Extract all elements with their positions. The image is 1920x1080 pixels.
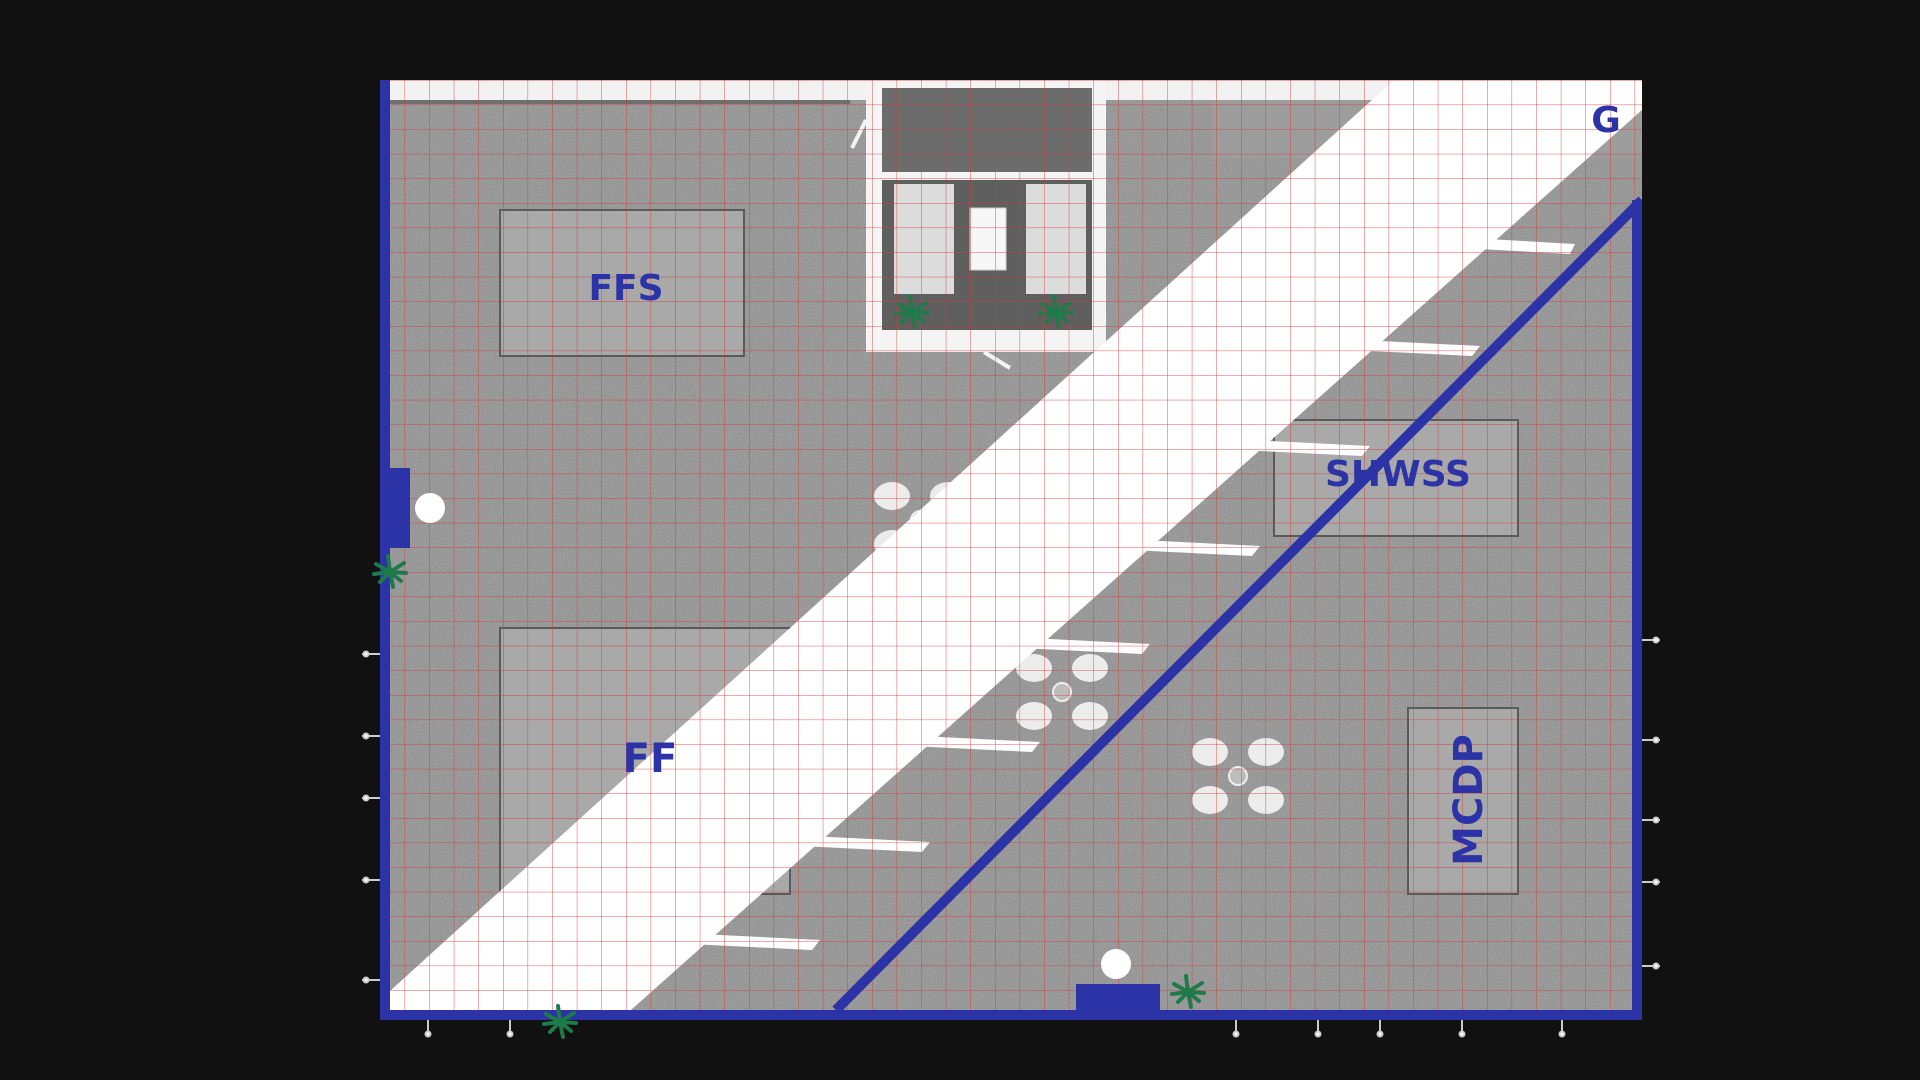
column-icon bbox=[1101, 949, 1131, 979]
column-icon bbox=[415, 493, 445, 523]
hall-area bbox=[380, 80, 1642, 1018]
tick-markers bbox=[362, 636, 1660, 1038]
booth-label-shwss: SHWSS bbox=[1325, 454, 1471, 495]
diagonal-wall bbox=[832, 196, 1642, 1014]
booth-label-mcdp: MCDP bbox=[1446, 734, 1492, 866]
booth-label-ff: FF bbox=[623, 736, 678, 782]
booth-label-g: G bbox=[1591, 100, 1621, 141]
outer-walls bbox=[380, 80, 1642, 1020]
booth-label-ffs: FFS bbox=[588, 268, 663, 309]
